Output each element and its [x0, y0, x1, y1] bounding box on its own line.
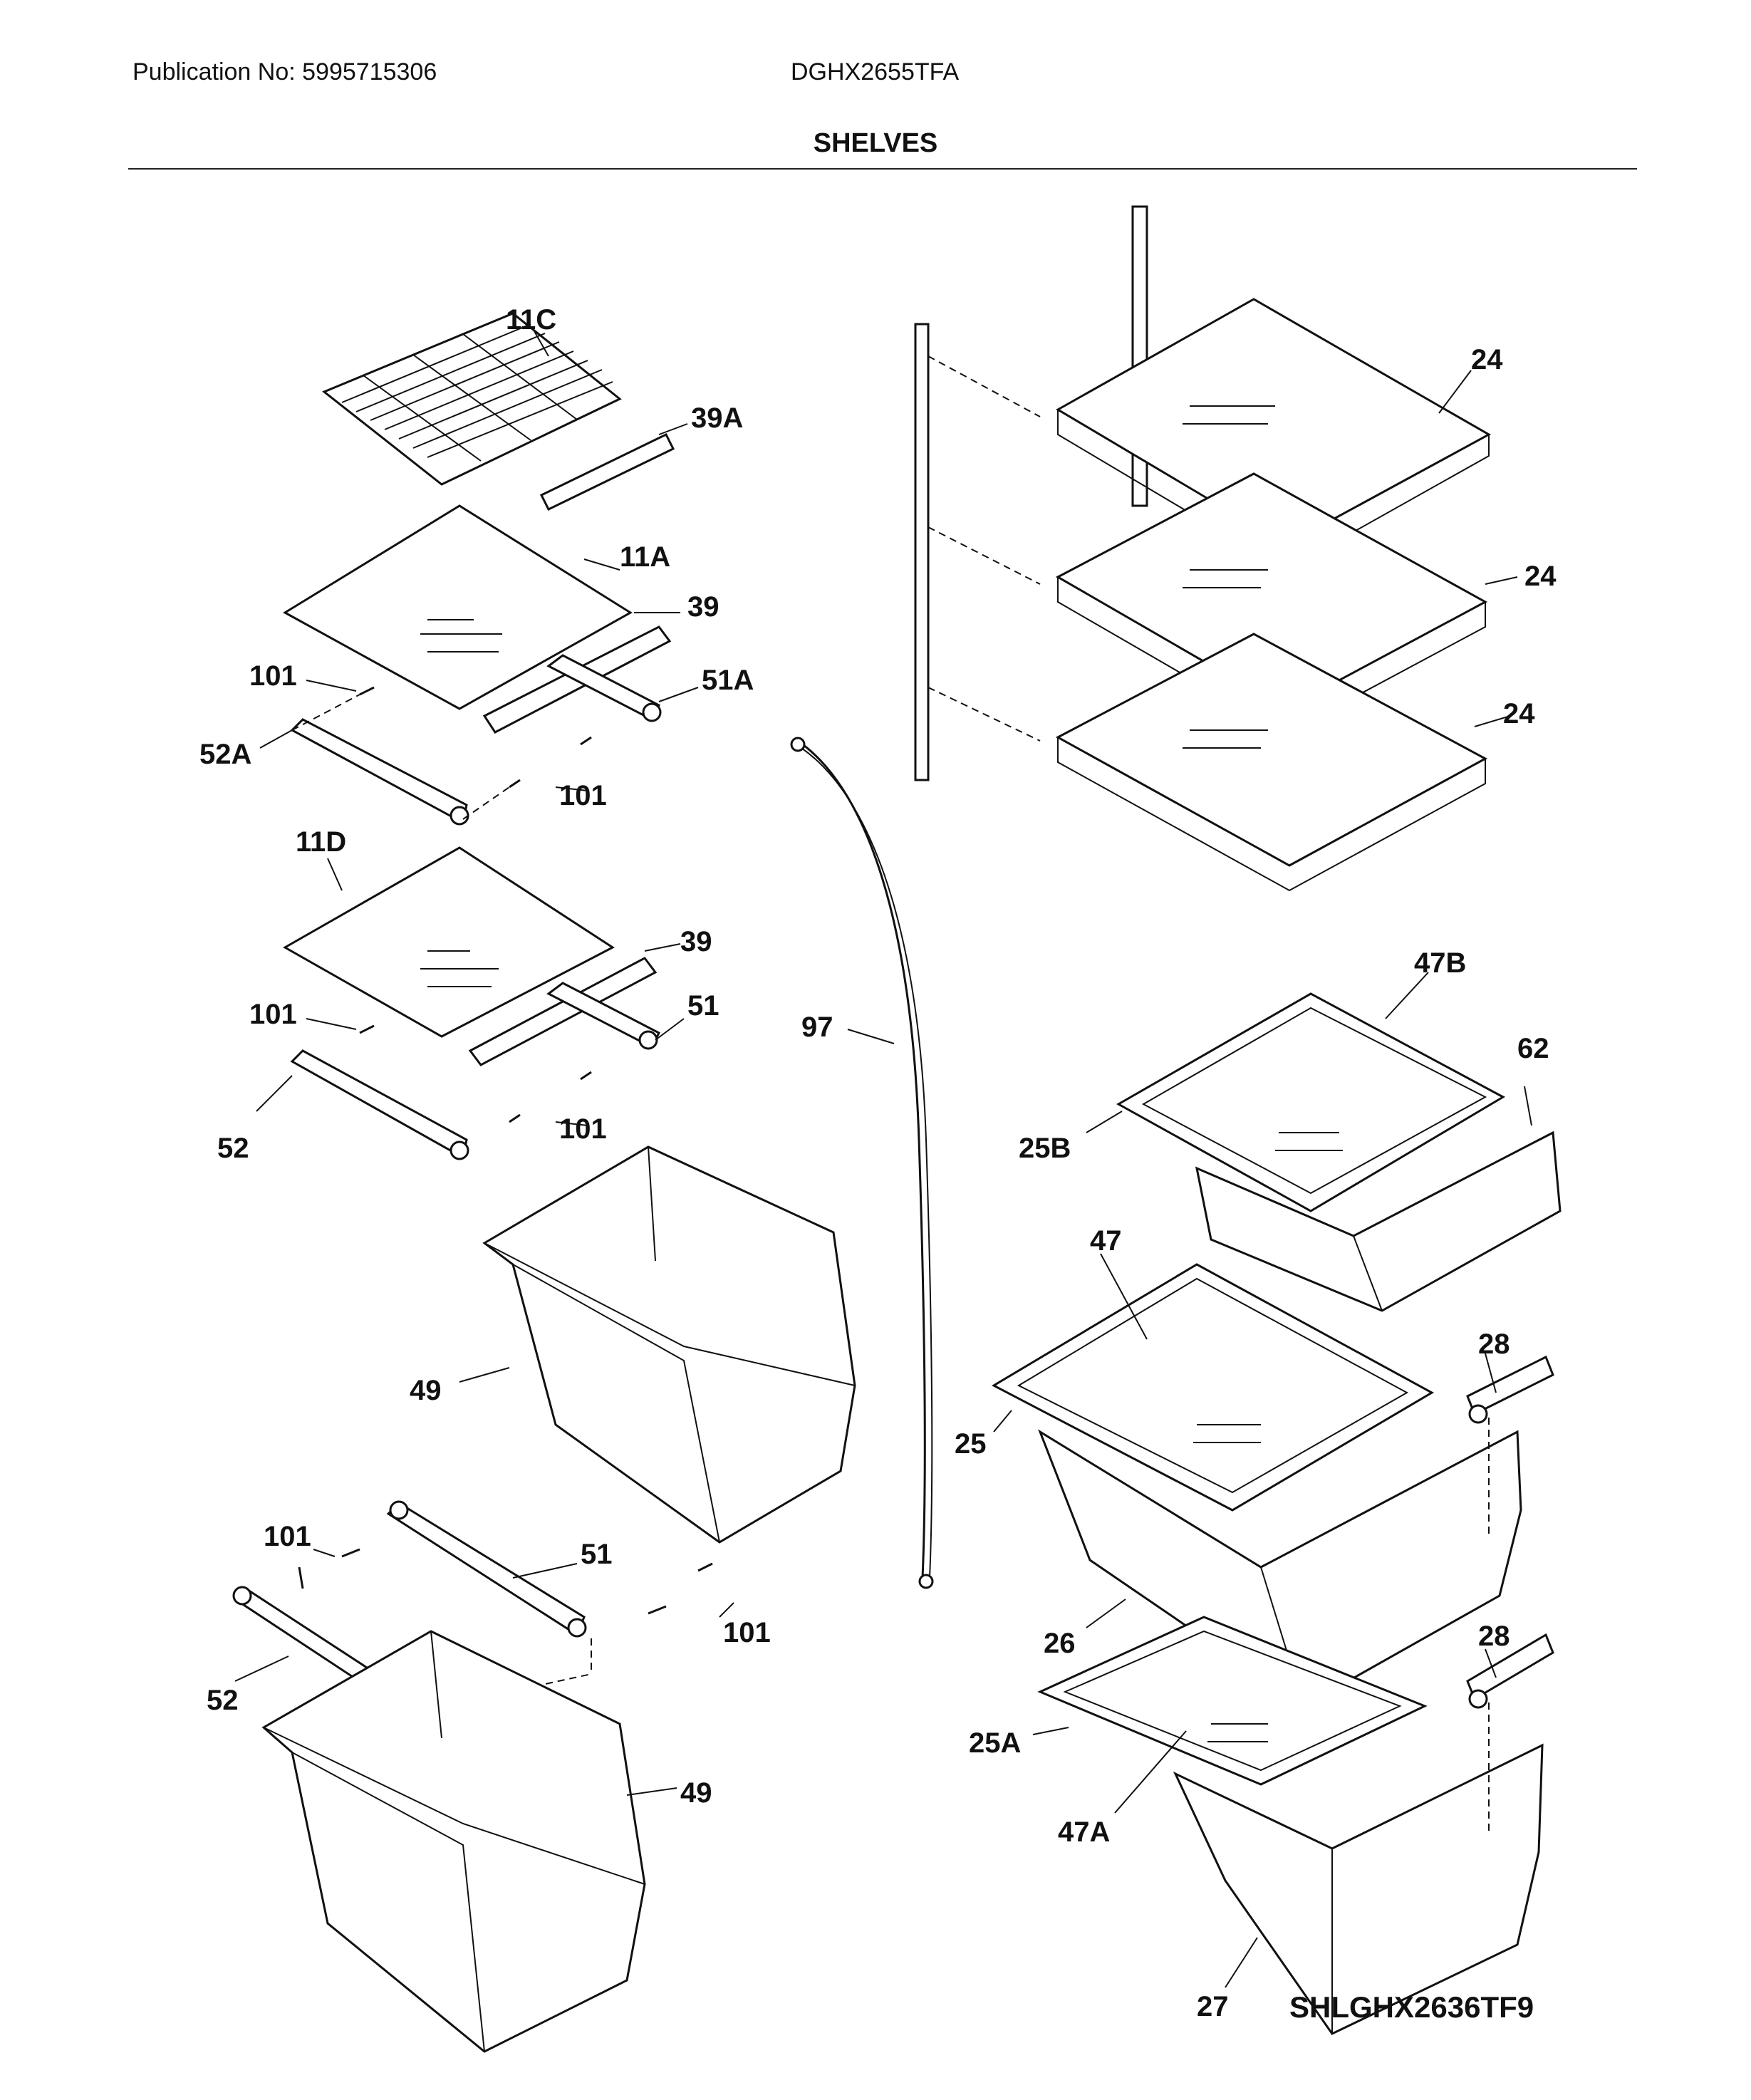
- label-101-f: 101: [723, 1617, 771, 1648]
- tube-97: [790, 737, 934, 1589]
- label-49-top: 49: [410, 1375, 442, 1406]
- header-rule: [128, 168, 1637, 170]
- model-number: DGHX2655TFA: [791, 58, 960, 85]
- label-39-mid: 39: [680, 926, 712, 957]
- label-101-b: 101: [559, 780, 607, 811]
- label-24-a: 24: [1471, 344, 1503, 375]
- label-11c: 11C: [506, 304, 556, 336]
- wire-rack-11c: [322, 312, 622, 486]
- bracket-28-low: [1466, 1633, 1554, 1831]
- glass-shelf-11a: [283, 504, 633, 710]
- shelf-ladder-rail: [914, 205, 1148, 781]
- label-47a: 47A: [1058, 1816, 1110, 1848]
- glass-shelf-24-top: [928, 298, 1492, 571]
- screws-101-top: [291, 686, 592, 820]
- diagram-code: SHLGHX2636TF9: [1289, 1990, 1534, 2024]
- rail-51-low: [386, 1500, 587, 1638]
- label-25b: 25B: [1019, 1133, 1071, 1164]
- trim-39a: [539, 433, 675, 511]
- label-101-d: 101: [559, 1113, 607, 1145]
- crisper-lid-25: [991, 1263, 1435, 1512]
- bracket-28-top: [1466, 1355, 1554, 1539]
- crisper-lid-25b: [1116, 992, 1506, 1212]
- crisper-drawer-62: [1195, 1130, 1562, 1312]
- label-39-top: 39: [687, 591, 719, 623]
- label-24-b: 24: [1524, 561, 1557, 592]
- label-27: 27: [1197, 1991, 1229, 2022]
- page-title: SHELVES: [813, 128, 938, 158]
- glass-shelf-11d: [282, 846, 615, 1038]
- label-25a: 25A: [969, 1727, 1021, 1759]
- label-49-low: 49: [680, 1777, 712, 1809]
- label-97: 97: [801, 1012, 833, 1043]
- rail-51a: [546, 654, 662, 722]
- bin-49-top: [482, 1145, 856, 1544]
- crisper-drawer-27: [1173, 1743, 1544, 2035]
- rail-51-mid: [546, 982, 661, 1050]
- label-52-low: 52: [207, 1685, 239, 1716]
- trim-39-mid: [468, 957, 658, 1066]
- leader-lines: [234, 331, 1532, 1988]
- glass-shelf-24-low: [928, 633, 1488, 892]
- label-47: 47: [1090, 1225, 1122, 1257]
- label-47b: 47B: [1414, 947, 1466, 979]
- label-101-c: 101: [249, 999, 297, 1030]
- label-28-b: 28: [1478, 1621, 1510, 1652]
- label-62: 62: [1517, 1033, 1549, 1064]
- label-39a: 39A: [691, 402, 743, 434]
- label-25: 25: [955, 1428, 987, 1460]
- crisper-lid-25a: [1037, 1616, 1428, 1786]
- label-26: 26: [1044, 1628, 1076, 1659]
- rail-52a: [290, 718, 469, 826]
- label-11d: 11D: [296, 826, 346, 858]
- label-51-low: 51: [581, 1539, 613, 1570]
- label-101-e: 101: [264, 1521, 311, 1552]
- bin-49-low: [261, 1630, 646, 2053]
- publication-number: Publication No: 5995715306: [133, 58, 437, 85]
- label-24-c: 24: [1503, 698, 1535, 729]
- label-101-a: 101: [249, 660, 297, 692]
- rail-52-mid: [290, 1049, 469, 1160]
- label-51-mid: 51: [687, 990, 719, 1022]
- label-28-a: 28: [1478, 1329, 1510, 1360]
- label-11a: 11A: [620, 541, 670, 573]
- label-52-mid: 52: [217, 1133, 249, 1164]
- screws-101-mid: [359, 1024, 592, 1123]
- label-51a: 51A: [702, 665, 754, 696]
- label-52a: 52A: [199, 739, 251, 770]
